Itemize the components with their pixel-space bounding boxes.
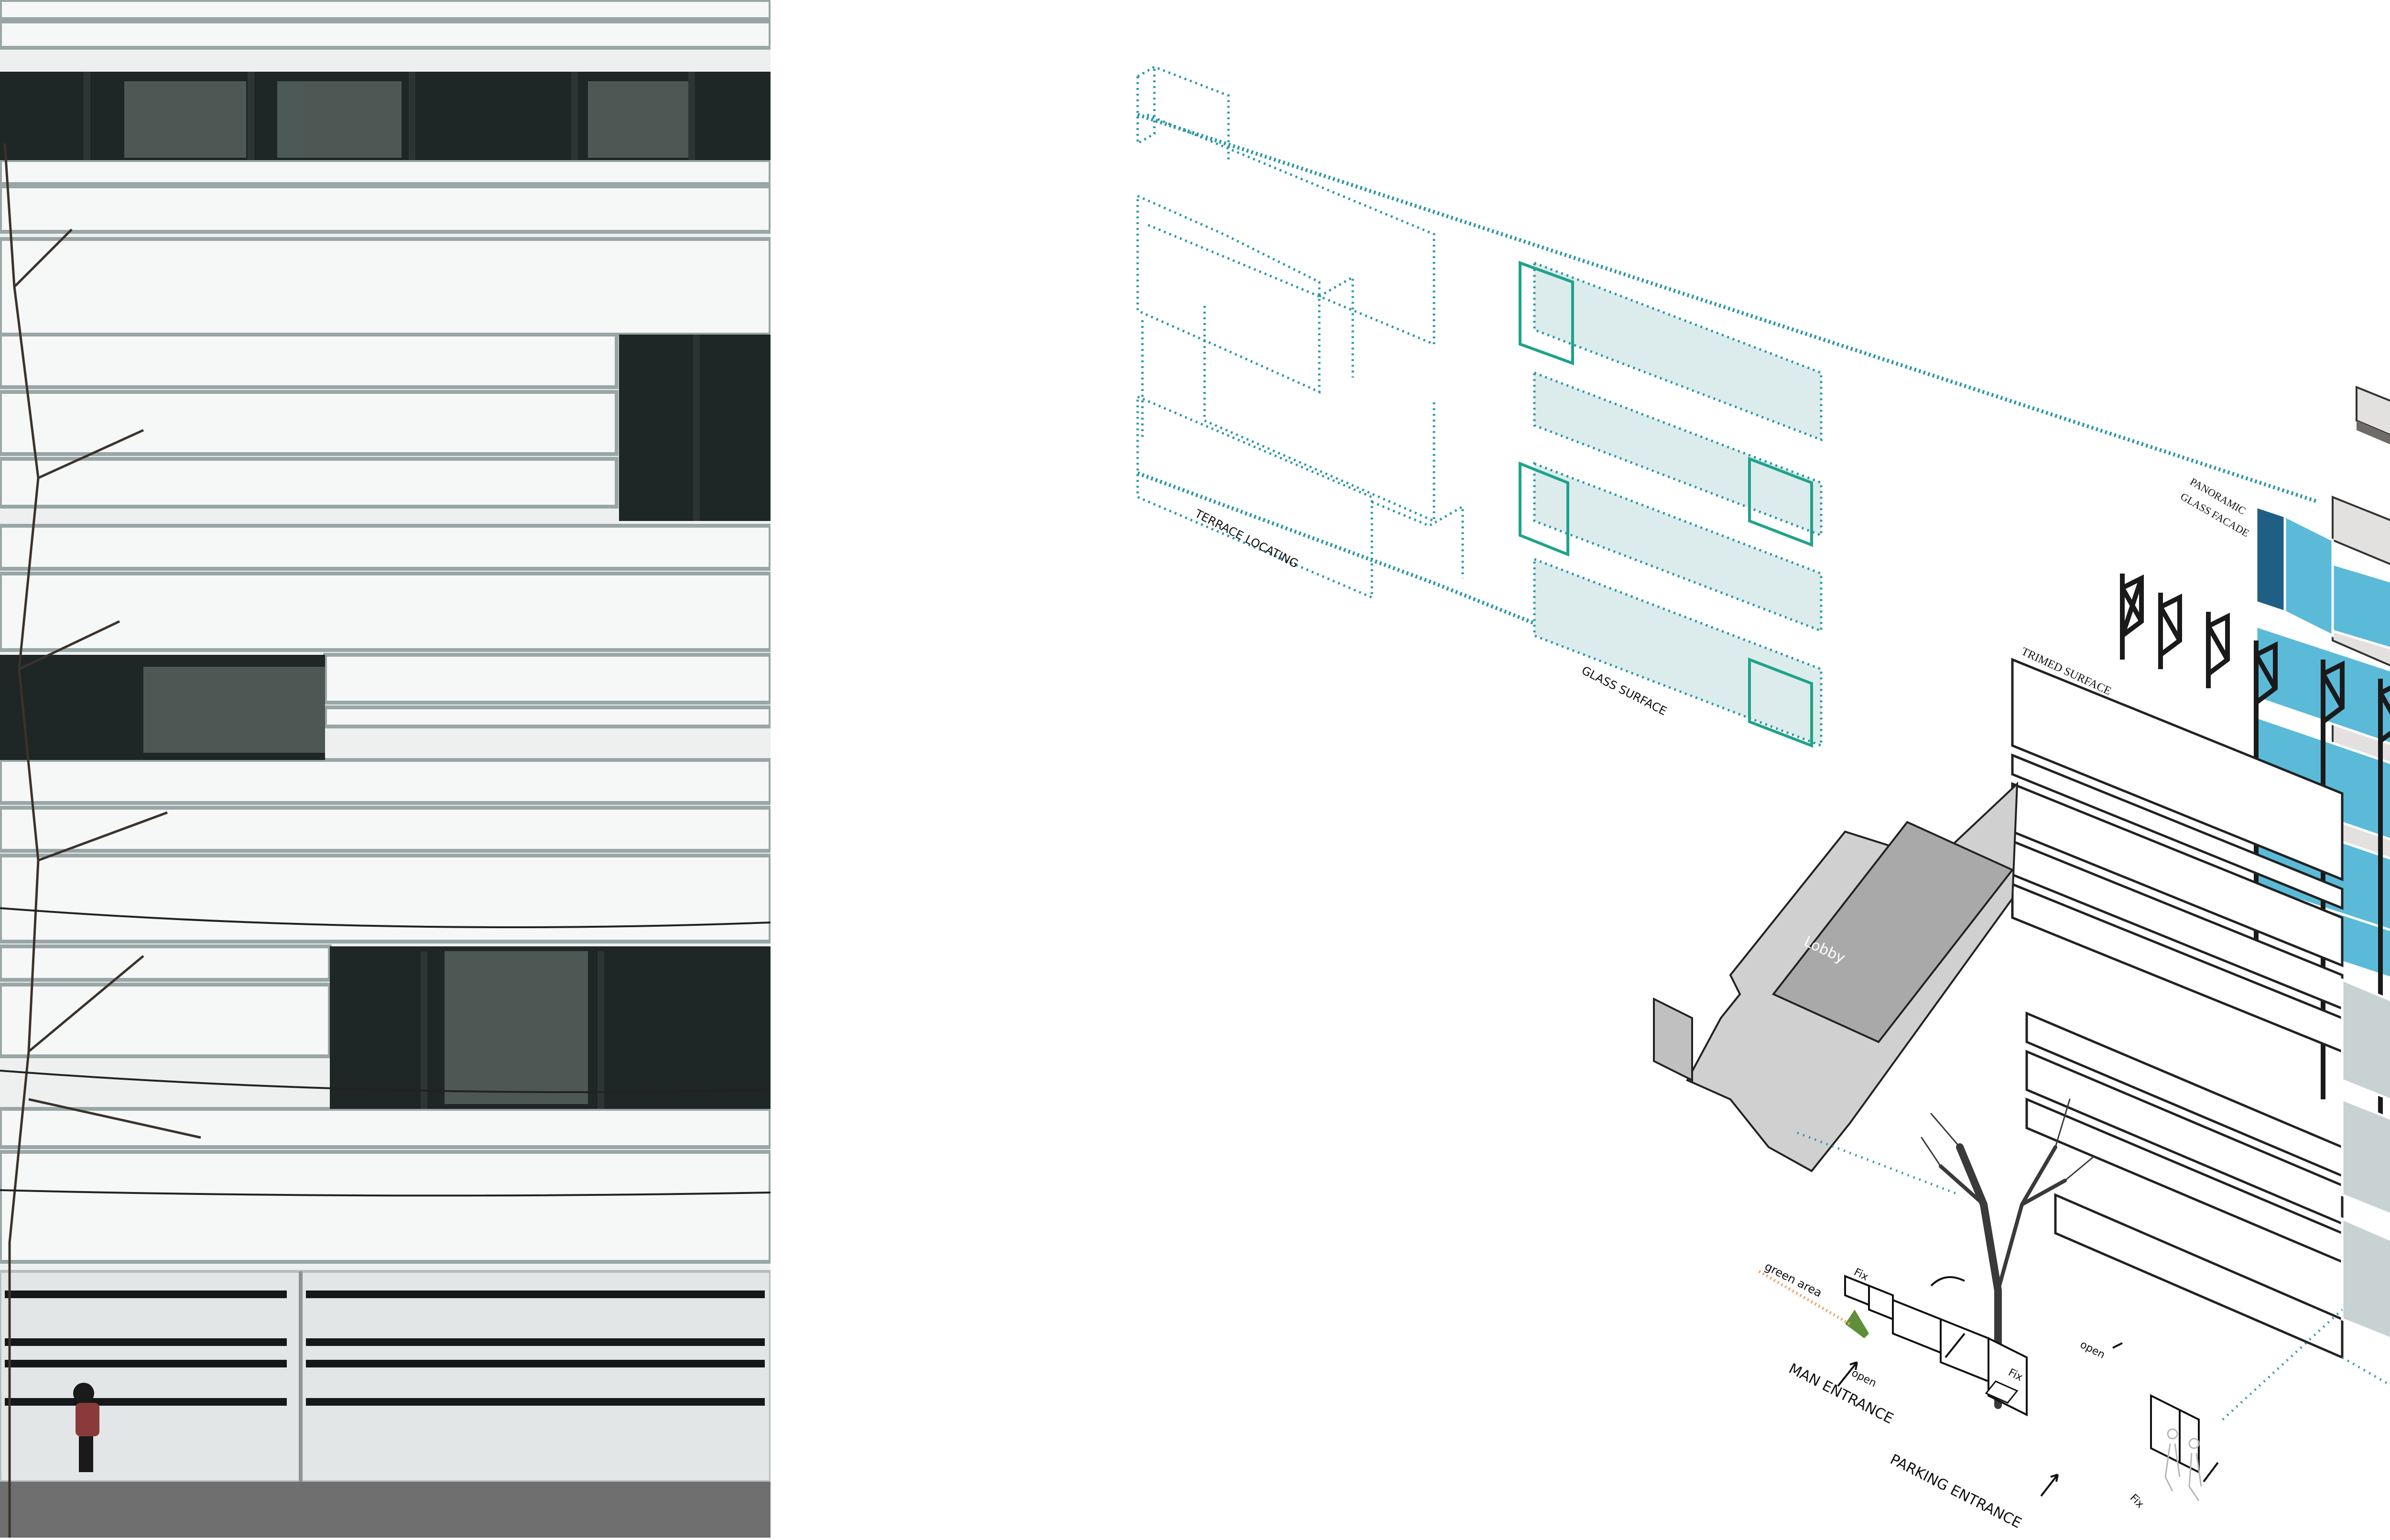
- glass-frame-openers: [1519, 260, 1813, 748]
- label-terrace-locating: TERRACE LOCATING: [1192, 507, 1300, 571]
- trimmed-surface: [2011, 658, 2344, 1359]
- green-area-leader: [1758, 1270, 1851, 1325]
- facade-photo-illustration: [0, 0, 771, 1538]
- overhead-wires: [0, 907, 771, 1197]
- label-fix-side: Fix: [2128, 1492, 2146, 1510]
- green-area-patch: [1845, 1310, 1869, 1338]
- child-figure: [73, 1383, 99, 1472]
- diagram-canvas: PRIVATE SPACE STAIR CASE SERVICES COMMON…: [1136, 65, 2390, 1532]
- louvre-bands: [0, 0, 771, 1264]
- label-man-entrance: MAN ENTRANCE: [1786, 1360, 1896, 1427]
- facade-photo: [0, 0, 771, 1538]
- people-silhouettes: [2164, 1428, 2202, 1501]
- terrace-guide-line-bottom: [1137, 471, 1817, 738]
- ground-floor-screen: [0, 1270, 771, 1483]
- tree-pit: [1985, 1380, 2019, 1404]
- terrace-guide-line-top: [1137, 113, 2319, 504]
- label-parking-entrance: PARKING ENTRANCE: [1887, 1451, 2024, 1532]
- ground-floor-slabs: [2341, 978, 2390, 1340]
- label-open-left: open: [1849, 1367, 1878, 1389]
- lobby-plan: [1653, 781, 2019, 1172]
- label-green-area: green area: [1762, 1259, 1824, 1300]
- label-open-right: open: [2078, 1339, 2107, 1361]
- pavement: [0, 1482, 771, 1538]
- terrace-wireframes: [1136, 65, 1464, 599]
- window-curtains: [124, 81, 688, 1104]
- glass-surface-panels: [1533, 261, 1823, 748]
- buffer-space-edges: [2357, 421, 2390, 445]
- site-boundary-lines: [1797, 1131, 2390, 1421]
- exploded-axonometric-diagram: PRIVATE SPACE STAIR CASE SERVICES COMMON…: [771, 0, 2390, 1538]
- entrance-arrows: [1837, 1276, 2219, 1497]
- entrance-screens: [1844, 1275, 2200, 1474]
- window-mullions: [84, 72, 700, 1109]
- tree-branches: [3, 143, 201, 1538]
